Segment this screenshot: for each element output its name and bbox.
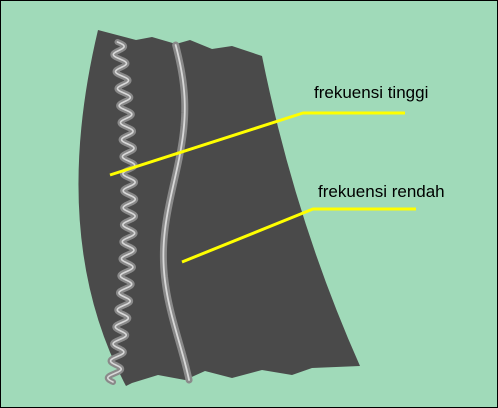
low-frequency-label: frekuensi rendah	[318, 182, 445, 201]
high-frequency-label: frekuensi tinggi	[314, 83, 428, 102]
